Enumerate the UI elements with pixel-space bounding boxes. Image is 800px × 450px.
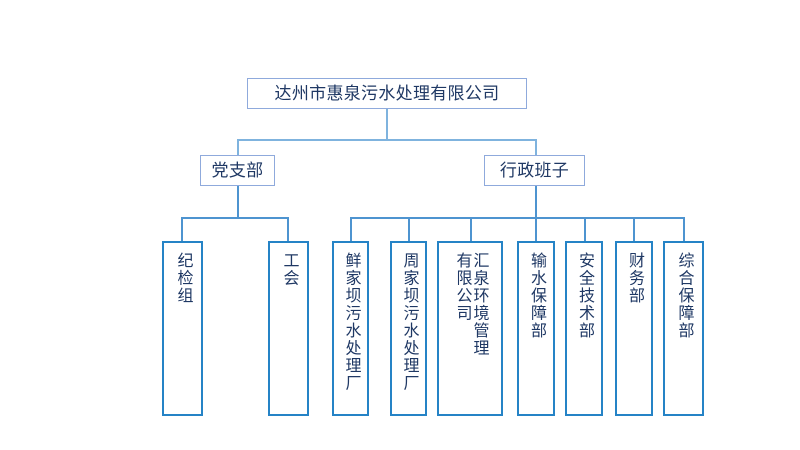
connector-admin-child-3 (470, 217, 472, 241)
connector-admin-child-5 (584, 217, 586, 241)
node-xianjiaba-plant-text: 鲜家坝污水处理厂 (342, 252, 360, 392)
node-labor-union-col-0: 工会 (280, 252, 298, 287)
node-discipline-group-col-0: 纪检组 (174, 252, 192, 305)
node-safety-technology-dept[interactable]: 安全技术部 (565, 241, 603, 416)
connector-to-admin (535, 139, 537, 156)
node-party-branch[interactable]: 党支部 (200, 155, 275, 186)
node-finance-dept[interactable]: 财务部 (615, 241, 653, 416)
node-finance-dept-col-0: 财务部 (626, 252, 643, 305)
node-party-branch-label: 党支部 (211, 160, 264, 180)
node-admin-team[interactable]: 行政班子 (484, 155, 585, 186)
node-xianjiaba-plant-col-0: 鲜家坝污水处理厂 (342, 252, 360, 392)
node-labor-union-text: 工会 (280, 252, 298, 287)
connector-root-bus (237, 139, 536, 141)
connector-admin-child-6 (633, 217, 635, 241)
node-general-support-dept-col-0: 综合保障部 (675, 252, 693, 340)
node-zhoujiaba-plant-text: 周家坝污水处理厂 (400, 252, 418, 392)
node-general-support-dept[interactable]: 综合保障部 (663, 241, 704, 416)
node-root[interactable]: 达州市惠泉污水处理有限公司 (247, 78, 527, 109)
connector-to-party (237, 139, 239, 156)
node-huiquan-environment-company-col-0: 汇泉环境管理 (470, 252, 488, 357)
connector-root-stem (386, 108, 388, 140)
connector-party-child-2 (287, 217, 289, 241)
node-water-transport-dept-col-0: 输水保障部 (528, 252, 545, 340)
node-discipline-group[interactable]: 纪检组 (162, 241, 203, 416)
node-safety-technology-dept-col-0: 安全技术部 (576, 252, 593, 340)
node-xianjiaba-plant[interactable]: 鲜家坝污水处理厂 (332, 241, 369, 416)
connector-admin-child-7 (683, 217, 685, 241)
connector-admin-bus (350, 217, 683, 219)
node-admin-team-label: 行政班子 (499, 160, 570, 180)
node-zhoujiaba-plant-col-0: 周家坝污水处理厂 (400, 252, 418, 392)
node-labor-union[interactable]: 工会 (268, 241, 309, 416)
node-finance-dept-text: 财务部 (626, 252, 643, 305)
node-discipline-group-text: 纪检组 (174, 252, 192, 305)
node-water-transport-dept-text: 输水保障部 (528, 252, 545, 340)
connector-admin-child-2 (408, 217, 410, 241)
node-zhoujiaba-plant[interactable]: 周家坝污水处理厂 (390, 241, 427, 416)
node-huiquan-environment-company[interactable]: 汇泉环境管理 有限公司 (437, 241, 503, 416)
connector-party-stem (237, 185, 239, 218)
connector-admin-child-1 (350, 217, 352, 241)
connector-party-bus (181, 217, 288, 219)
node-water-transport-dept[interactable]: 输水保障部 (517, 241, 555, 416)
node-huiquan-environment-company-col-1: 有限公司 (453, 252, 471, 322)
node-general-support-dept-text: 综合保障部 (675, 252, 693, 340)
connector-admin-stem (535, 185, 537, 218)
connector-admin-child-4 (535, 217, 537, 241)
node-root-label: 达州市惠泉污水处理有限公司 (274, 83, 500, 103)
node-huiquan-environment-company-text: 汇泉环境管理 有限公司 (453, 252, 488, 357)
connector-party-child-1 (181, 217, 183, 241)
node-safety-technology-dept-text: 安全技术部 (576, 252, 593, 340)
